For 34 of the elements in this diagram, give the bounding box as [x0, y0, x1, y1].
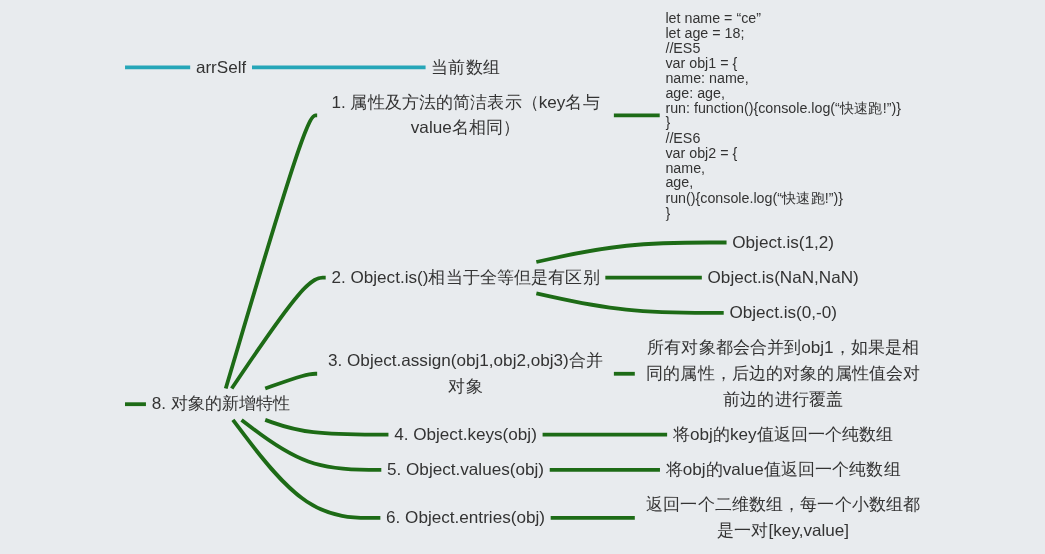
connector	[613, 371, 635, 376]
connector	[264, 418, 389, 437]
node-text: 3. Object.assign(obj1,obj2,obj3)合并对象	[327, 350, 603, 396]
node-text: 8. 对象的新增特性	[151, 394, 291, 414]
node-text: 将obj的value值返回一个纯数组	[665, 459, 901, 479]
node-text: 1. 属性及方法的简洁表示（key名与value名相同）	[331, 92, 600, 138]
node-text: 将obj的key值返回一个纯数组	[672, 424, 894, 444]
node-text: 5. Object.values(obj)	[386, 459, 544, 479]
connector	[231, 418, 381, 520]
node-text: arrSelf	[195, 57, 247, 77]
connector	[542, 432, 668, 437]
connector	[230, 275, 326, 390]
connector	[240, 418, 382, 472]
node-text: Object.is(0,-0)	[729, 302, 837, 322]
node-text: 当前数组	[431, 57, 500, 77]
connector	[550, 515, 635, 520]
connector	[124, 65, 191, 70]
node-text: 所有对象都会合并到obj1，如果是相同的属性，后边的对象的属性值会对前边的进行覆盖	[646, 338, 921, 409]
node-text: Object.is(1,2)	[732, 232, 834, 252]
node-text: 2. Object.is()相当于全等但是有区别	[331, 267, 600, 287]
connector	[264, 371, 318, 391]
connector	[223, 113, 318, 390]
connector	[549, 467, 660, 472]
node-text: let name = “ce” let age = 18; //ES5 var obj1 = { name: name, age: age, run: function(){console.log(“快速跑!”)} } //ES6 var obj2 = { name, age, run(){console.log(“快速跑!”)} }	[665, 9, 901, 221]
node-text: 返回一个二维数组，每一个小数组都是一对[key,value]	[646, 495, 921, 540]
connector	[535, 291, 724, 315]
node-text: Object.is(NaN,NaN)	[707, 267, 859, 287]
connector	[605, 275, 702, 280]
connector	[613, 113, 660, 118]
node-text: 6. Object.entries(obj)	[385, 507, 545, 527]
node-text: 4. Object.keys(obj)	[394, 424, 537, 444]
connector	[124, 402, 147, 407]
connector	[251, 65, 426, 70]
connector	[535, 240, 727, 264]
